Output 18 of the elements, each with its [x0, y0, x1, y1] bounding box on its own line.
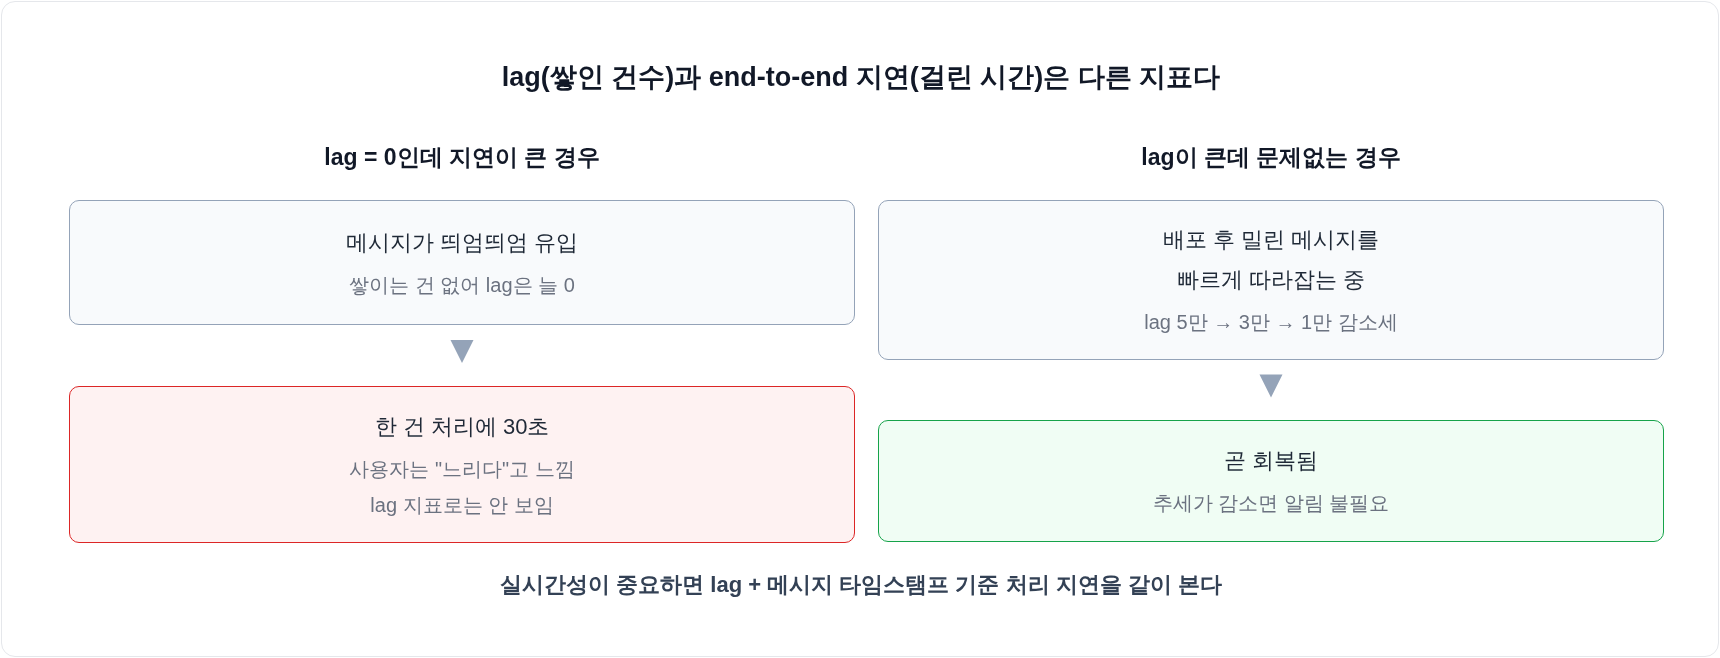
column-heading: lag = 0인데 지연이 큰 경우 [324, 143, 600, 172]
box-note: 사용자는 "느리다"고 느낌 lag 지표로는 안 보임 [348, 456, 576, 518]
arrow [450, 340, 474, 363]
success-box [878, 420, 1664, 542]
box-title: 배포 후 밀린 메시지를 빠르게 따라잡는 중 [1161, 226, 1381, 294]
diagram-title: lag(쌓인 건수)과 end-to-end 지연(걸린 시간)은 다른 지표다 [501, 61, 1221, 94]
footer-note: 실시간성이 중요하면 lag + 메시지 타임스탬프 기준 처리 지연을 같이 본다 [500, 571, 1222, 599]
process-box [69, 200, 855, 325]
alert-box [69, 386, 855, 543]
process-box [878, 200, 1664, 360]
box-title: 곧 회복됨 [1223, 447, 1319, 475]
box-note: lag 5만 → 3만 → 1만 감소세 [1144, 310, 1398, 335]
arrow [1259, 374, 1283, 398]
box-note: 추세가 감소면 알림 불필요 [1152, 491, 1390, 516]
box-title: 한 건 처리에 30초 [374, 412, 550, 441]
box-title: 메시지가 띄엄띄엄 유입 [345, 228, 579, 257]
column-heading: lag이 큰데 문제없는 경우 [1141, 143, 1401, 172]
box-note: 쌓이는 건 없어 lag은 늘 0 [349, 272, 575, 298]
